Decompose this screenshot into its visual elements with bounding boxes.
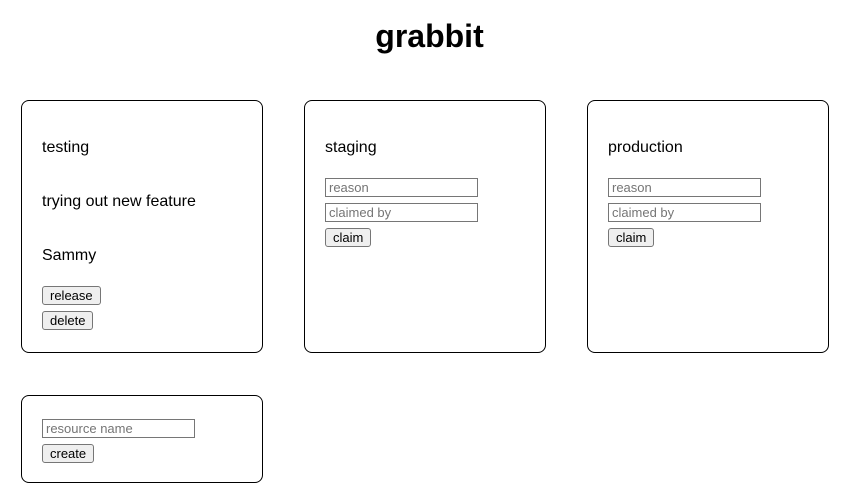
- claim-button[interactable]: claim: [608, 228, 655, 247]
- resource-name: production: [608, 139, 683, 156]
- resource-name-input[interactable]: [42, 419, 195, 438]
- claimed-by-input[interactable]: [325, 203, 478, 222]
- claim-reason-text: trying out new feature: [42, 193, 196, 210]
- resource-card-production: production claim: [587, 100, 829, 353]
- create-button[interactable]: create: [42, 444, 95, 463]
- release-button-wrap: release: [42, 286, 101, 305]
- claim-button-wrap: claim: [608, 228, 655, 247]
- resource-name: staging: [325, 139, 377, 156]
- claim-button-wrap: claim: [325, 228, 372, 247]
- create-resource-card: create: [21, 395, 263, 483]
- resource-card-testing: testing trying out new feature Sammy rel…: [21, 100, 263, 353]
- resource-name: testing: [42, 139, 90, 156]
- delete-button-wrap: delete: [42, 311, 94, 330]
- reason-input[interactable]: [608, 178, 761, 197]
- release-button[interactable]: release: [42, 286, 101, 305]
- resource-cards-row: testing trying out new feature Sammy rel…: [21, 100, 859, 353]
- claim-button[interactable]: claim: [325, 228, 372, 247]
- claimed-by-input[interactable]: [608, 203, 761, 222]
- app-title: grabbit: [375, 18, 484, 54]
- delete-button[interactable]: delete: [42, 311, 94, 330]
- create-button-wrap: create: [42, 444, 95, 463]
- resource-card-staging: staging claim: [304, 100, 546, 353]
- reason-input[interactable]: [325, 178, 478, 197]
- claimed-by-text: Sammy: [42, 247, 97, 264]
